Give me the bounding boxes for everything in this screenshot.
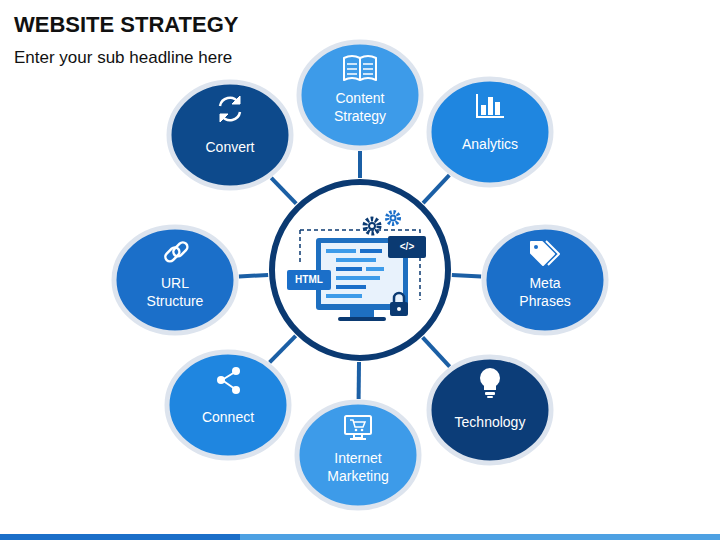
- topic-label: Analytics: [462, 135, 518, 153]
- computer-illustration: [287, 212, 426, 321]
- topic-circle: URL Structure: [111, 224, 239, 336]
- topic-circle: Connect: [164, 349, 292, 461]
- topic-label: URL Structure: [133, 274, 217, 310]
- topic-fill: [429, 79, 551, 185]
- topic-circle: Analytics: [426, 76, 554, 188]
- topic-fill: [297, 402, 419, 508]
- topic-outline: [164, 349, 292, 461]
- topic-fill: [429, 357, 551, 463]
- topic-circle: Internet Marketing: [294, 399, 422, 511]
- topic-circle: Technology: [426, 354, 554, 466]
- topic-circle: Convert: [166, 79, 294, 191]
- topic-outline: [426, 354, 554, 466]
- topic-circle: Content Strategy: [296, 39, 424, 151]
- topic-fill: [484, 227, 606, 333]
- label-group: Enter your sub headline here: [14, 48, 232, 68]
- subtitle: Enter your sub headline here: [14, 48, 232, 68]
- topic-fill: [114, 227, 236, 333]
- tag-icon: [531, 241, 559, 265]
- topic-circle: Meta Phrases: [481, 224, 609, 336]
- spoke-line: [423, 337, 450, 366]
- spoke-line: [270, 336, 296, 363]
- topic-fill: [167, 352, 289, 458]
- spoke-line: [271, 178, 296, 204]
- hub-outline: [268, 178, 452, 362]
- topic-fill: [299, 42, 421, 148]
- code-tag: </>: [400, 241, 414, 253]
- topic-outline: [166, 79, 294, 191]
- spoke-line: [239, 275, 268, 277]
- spoke-line: [358, 151, 362, 178]
- share-icon: [217, 367, 240, 394]
- spoke-line: [357, 362, 361, 399]
- hub-circle: </> HTML: [268, 178, 452, 362]
- monitor-cart-icon: [345, 416, 371, 439]
- hub-ring: [272, 182, 448, 358]
- topic-label: Technology: [455, 413, 526, 431]
- topic-label: Convert: [205, 138, 254, 156]
- title: WEBSITE STRATEGY: [14, 12, 239, 38]
- link-icon: [164, 241, 190, 264]
- book-icon: [344, 56, 376, 80]
- spoke-line: [423, 175, 449, 203]
- topic-label: Connect: [202, 408, 254, 426]
- spoke-line: [452, 275, 481, 277]
- topic-label: Content Strategy: [318, 89, 402, 125]
- bottom-bar-light: [240, 534, 720, 540]
- topic-outline: [426, 76, 554, 188]
- bottom-bar: [0, 534, 720, 540]
- topic-label: Internet Marketing: [316, 449, 400, 485]
- topic-fill: [169, 82, 291, 188]
- topic-label: Meta Phrases: [503, 274, 587, 310]
- code-tag: HTML: [295, 274, 323, 286]
- chart-icon: [477, 94, 504, 117]
- refresh-icon: [220, 96, 240, 122]
- bulb-icon: [480, 368, 500, 398]
